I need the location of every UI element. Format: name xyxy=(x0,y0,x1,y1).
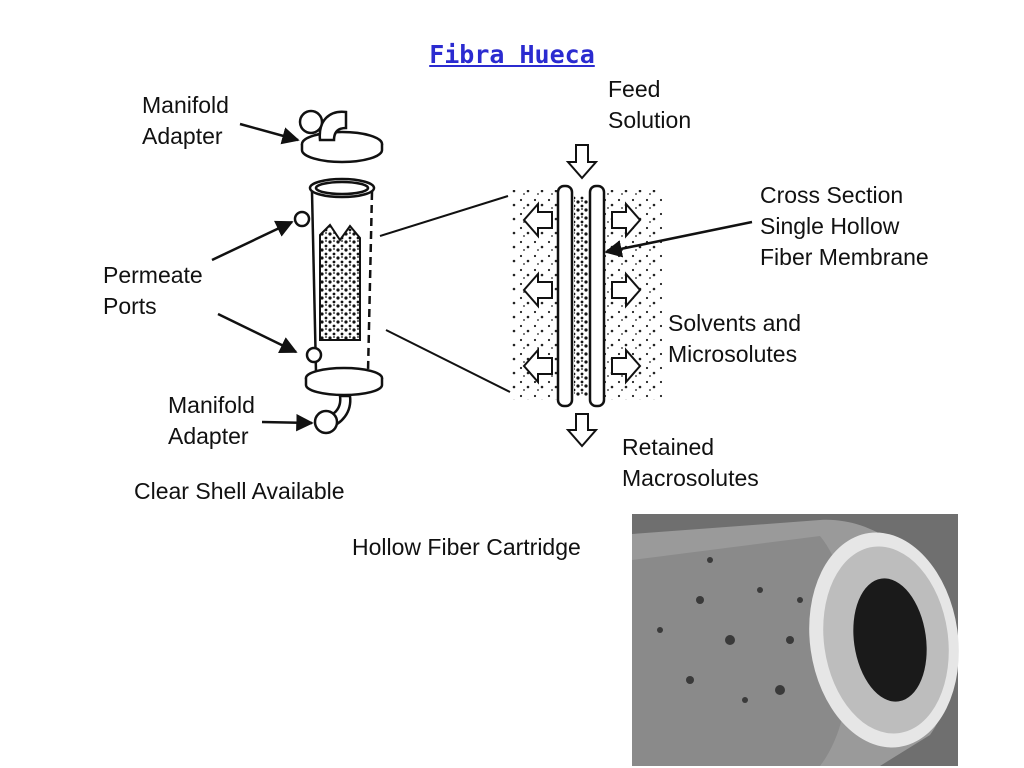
flow-arrows xyxy=(522,144,642,448)
cartridge-pointers xyxy=(211,122,314,432)
label-clear-shell: Clear Shell Available xyxy=(134,478,345,504)
top-manifold-adapter xyxy=(298,109,384,164)
bottom-manifold-adapter xyxy=(313,394,352,435)
label-cross-section: Cross Section Single Hollow Fiber Membra… xyxy=(760,182,929,270)
label-manifold-adapter-bottom: Manifold Adapter xyxy=(168,392,255,449)
label-manifold-adapter-top: Manifold Adapter xyxy=(142,92,229,149)
label-hollow-fiber-cartridge: Hollow Fiber Cartridge xyxy=(352,534,581,560)
label-retained-macrosolutes: Retained Macrosolutes xyxy=(622,434,759,491)
cartridge-body xyxy=(293,177,384,397)
label-solvents-microsolutes: Solvents and Microsolutes xyxy=(668,310,801,367)
membrane-pointer xyxy=(604,220,753,258)
page-title: Fibra Hueca xyxy=(429,40,595,69)
projection-lines xyxy=(379,195,511,393)
sem-photo xyxy=(632,514,959,766)
label-feed-solution: Feed Solution xyxy=(608,76,692,133)
label-permeate-ports: Permeate Ports xyxy=(103,262,203,319)
